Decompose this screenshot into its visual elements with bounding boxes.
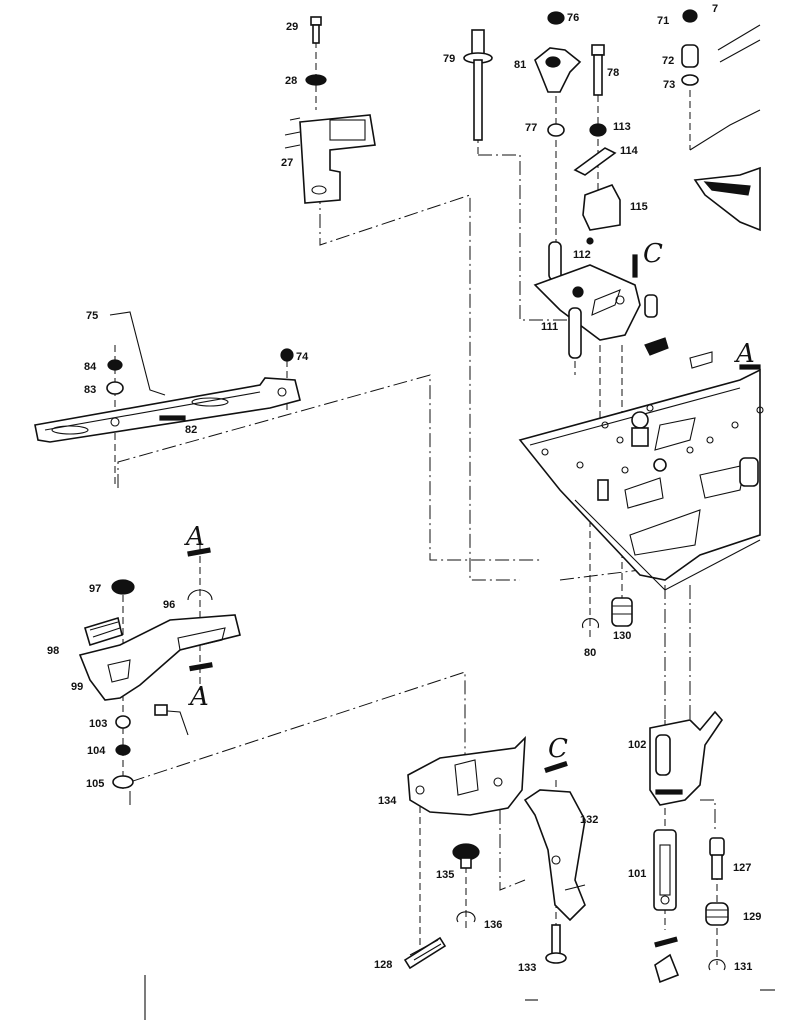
shaft-79: [463, 29, 493, 141]
callout-79: 79: [443, 53, 455, 65]
callout-135: 135: [436, 869, 454, 881]
callout-105: 105: [86, 778, 104, 790]
callout-27: 27: [281, 157, 293, 169]
main-chassis-plate: [518, 351, 764, 591]
callout-114: 114: [620, 145, 639, 157]
slide-bar-82: [34, 311, 301, 443]
callout-71: 71: [657, 15, 669, 27]
callout-80: 80: [584, 647, 596, 659]
callout-132: 132: [580, 814, 598, 826]
callout-98: 98: [47, 645, 59, 657]
lever-132: [523, 760, 586, 964]
callout-74: 74: [296, 351, 309, 363]
callout-128: 128: [374, 959, 392, 971]
bracket-assembly-27: [284, 16, 376, 204]
callout-77: 77: [525, 122, 537, 134]
callout-84: 84: [84, 361, 97, 373]
assembly-reference-lines: [114, 30, 718, 965]
callout-7: 7: [712, 3, 718, 15]
callout-labels: 29 28 27 79 76 81 78 77 113 114 115 112 111 71 7 72 73 75…: [47, 3, 761, 974]
spacer-72: [681, 9, 761, 232]
callout-28: 28: [285, 75, 297, 87]
callout-115: 115: [630, 201, 648, 213]
callout-76: 76: [567, 12, 579, 24]
callout-81: 81: [514, 59, 526, 71]
bracket-102: [649, 710, 729, 984]
callout-133: 133: [518, 962, 536, 974]
callout-96: 96: [163, 599, 175, 611]
knob-81: [534, 11, 582, 137]
plate-134: [403, 735, 526, 970]
callout-130: 130: [613, 630, 631, 642]
callout-129: 129: [743, 911, 761, 923]
callout-113: 113: [613, 121, 631, 133]
callout-111: 111: [541, 321, 558, 333]
reference-marks: [144, 975, 775, 1020]
lever-plate-111: [533, 241, 669, 359]
callout-101: 101: [628, 868, 646, 880]
callout-103: 103: [89, 718, 107, 730]
callout-134: 134: [378, 795, 397, 807]
reference-letter-c: C: [548, 734, 568, 764]
reference-letter-a: A: [184, 522, 205, 552]
callout-29: 29: [286, 21, 298, 33]
callout-78: 78: [607, 67, 619, 79]
callout-82: 82: [185, 424, 197, 436]
callout-83: 83: [84, 384, 96, 396]
lever-99: [78, 547, 241, 789]
callout-97: 97: [89, 583, 101, 595]
callout-131: 131: [734, 961, 752, 973]
callout-104: 104: [87, 745, 106, 757]
callout-75: 75: [86, 310, 98, 322]
callout-102: 102: [628, 739, 646, 751]
callout-127: 127: [733, 862, 751, 874]
reference-letter-c: C: [643, 239, 663, 269]
reference-letters: A A A C C: [184, 239, 755, 764]
callout-136: 136: [484, 919, 502, 931]
reference-letter-a: A: [188, 682, 209, 712]
callout-72: 72: [662, 55, 674, 67]
bushing-130: [581, 597, 633, 629]
callout-112: 112: [573, 249, 591, 261]
callout-99: 99: [71, 681, 83, 693]
callout-73: 73: [663, 79, 675, 91]
screw-78: [573, 44, 621, 245]
reference-letter-a: A: [734, 339, 755, 369]
